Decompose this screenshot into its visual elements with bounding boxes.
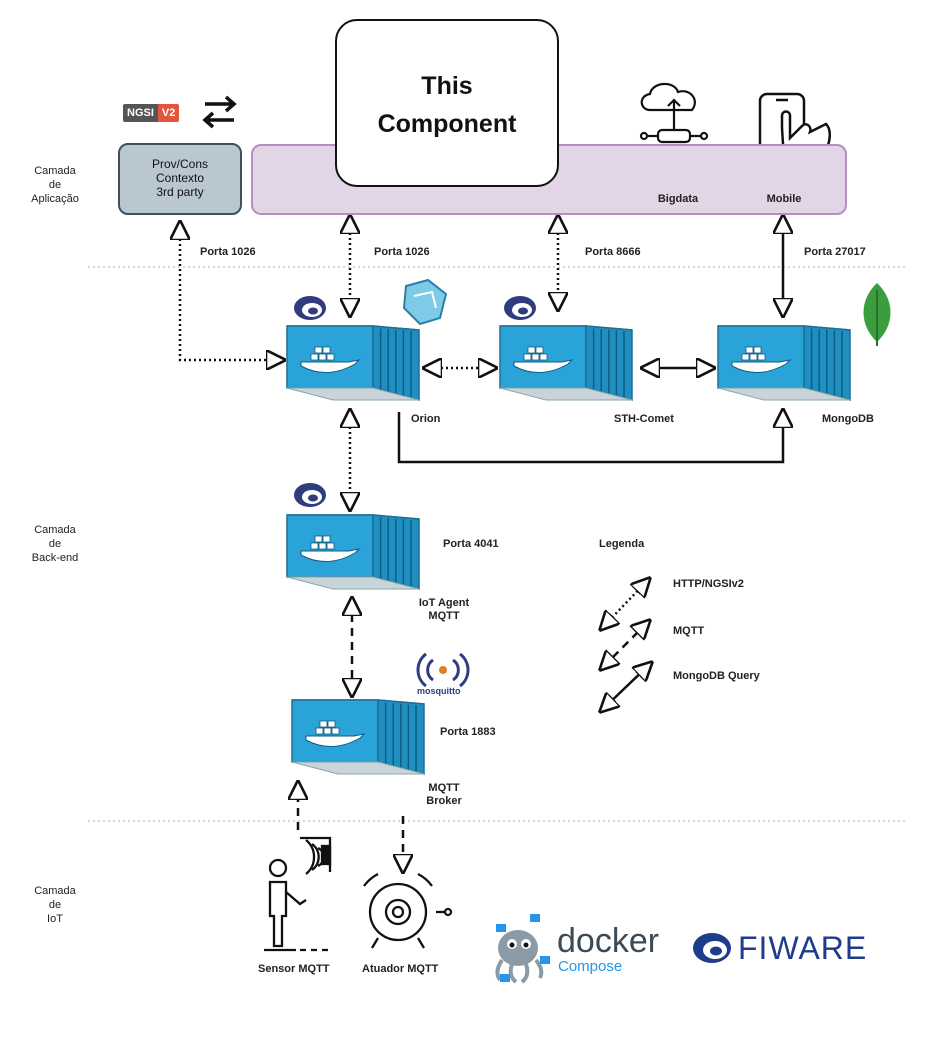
layer-backend-line1: Camada [34,524,76,536]
iotagent-container[interactable] [286,514,420,590]
port-label-8666: Porta 8666 [585,246,641,258]
layer-app-line1: Camada [34,165,76,177]
layer-backend-line2: de [48,538,62,550]
crystal-icon [402,278,448,326]
container-label-orion: Orion [411,413,441,425]
container-label-mongodb: MongoDB [822,413,874,425]
port-label-prov-1026: Porta 1026 [200,246,256,258]
compose-wordmark: Compose [558,958,623,975]
port-label-4041: Porta 4041 [443,538,499,550]
sensor-person-icon [264,836,332,952]
iotagent-line1: IoT Agent [418,597,470,609]
legend-mqtt: MQTT [673,625,705,637]
link-prov-orion [180,224,282,360]
mongodb-container[interactable] [717,325,851,401]
prov-cons-line1: Prov/Cons [151,157,209,171]
mosquitto-icon [416,652,470,688]
prov-cons-line3: 3rd party [156,185,204,199]
legend-title: Legenda [599,538,645,550]
layer-iot-line3: IoT [47,913,63,925]
orion-container[interactable] [286,325,420,401]
layer-label-application: Camada de Aplicação [10,164,100,206]
prov-cons-line2: Contexto [155,171,205,185]
mongodb-leaf-icon [863,283,891,346]
legend-arrow-mqtt [602,622,648,668]
sensor-label: Sensor MQTT [258,963,330,975]
legend-mongodb-query: MongoDB Query [673,670,760,682]
link-orion-mongo [397,412,783,464]
fiware-logo-icon [693,933,731,963]
prov-cons-context-box[interactable]: Prov/Cons Contexto 3rd party [118,143,242,215]
legend-arrow-http [602,580,648,628]
broker-line1: MQTT [428,782,460,794]
legend-http: HTTP/NGSIv2 [673,578,744,590]
layer-backend-line3: Back-end [31,552,79,564]
legend-arrow-mongo [602,664,650,710]
fiware-swirl-icon-orion [294,296,326,320]
layer-app-line2: de [48,179,62,191]
docker-compose-icon [495,914,550,984]
ngsi-badge-left: NGSI [123,104,158,122]
broker-line2: Broker [426,795,462,807]
this-component-box[interactable]: This Component [335,19,559,187]
ngsi-exchange-icon [202,95,237,129]
fiware-swirl-icon-sth [504,296,536,320]
mobile-label: Mobile [766,193,802,205]
port-label-orion-1026: Porta 1026 [374,246,430,258]
fiware-wordmark: FIWARE [738,930,868,966]
containers-group [286,325,851,775]
container-label-broker: MQTT Broker [414,782,474,808]
fiware-swirl-icon-iotagent [294,483,326,507]
layer-label-backend: Camada de Back-end [10,523,100,565]
iotagent-line2: MQTT [428,610,460,622]
container-label-sth: STH-Comet [614,413,674,425]
mosquitto-wordmark: mosquitto [417,686,461,696]
actuator-label: Atuador MQTT [362,963,439,975]
layer-iot-line1: Camada [34,885,76,897]
this-component-line2: Component [377,110,517,138]
container-label-iotagent: IoT Agent MQTT [409,597,479,623]
ngsi-v2-badge: NGSI V2 [123,104,180,122]
broker-container[interactable] [291,699,425,775]
port-label-1883: Porta 1883 [440,726,496,738]
bigdata-label: Bigdata [657,193,699,205]
sth-container[interactable] [499,325,633,401]
layer-label-iot: Camada de IoT [10,884,100,926]
this-component-line1: This [421,72,473,100]
port-label-27017: Porta 27017 [804,246,866,258]
layer-iot-line2: de [48,899,62,911]
actuator-bell-icon [363,872,453,949]
layer-app-line3: Aplicação [31,193,79,205]
ngsi-badge-right: V2 [157,104,180,122]
docker-wordmark: docker [557,922,660,960]
